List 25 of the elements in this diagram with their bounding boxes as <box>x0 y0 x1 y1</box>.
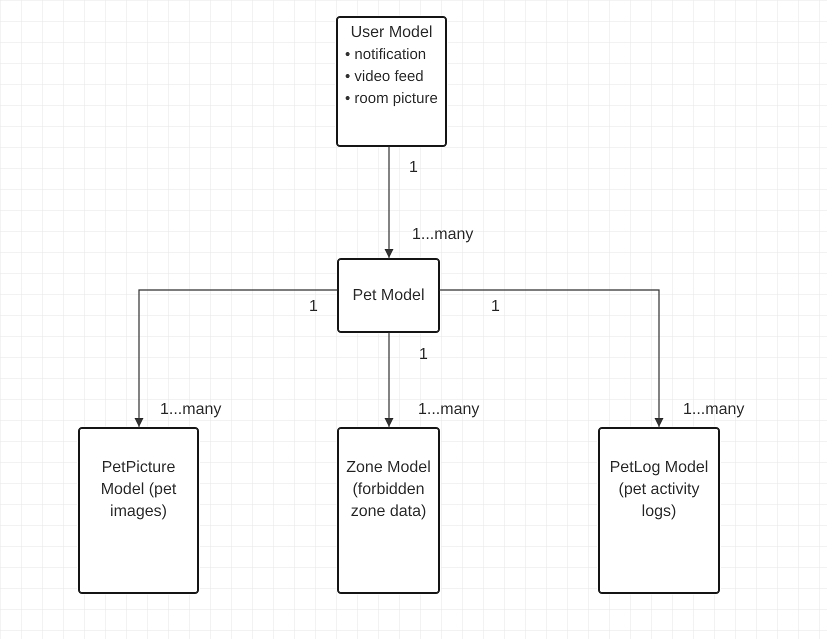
entity-title: PetPicture Model (pet images) <box>100 458 178 522</box>
entity-title: Pet Model <box>352 286 425 306</box>
entity-title: Zone Model (forbidden zone data) <box>345 458 432 522</box>
multiplicity-label: 1 <box>419 345 428 365</box>
multiplicity-label: 1...many <box>418 400 480 420</box>
arrow <box>384 333 394 427</box>
multiplicity-label: 1...many <box>412 225 474 245</box>
arrow <box>134 289 337 427</box>
entity-box <box>337 258 440 333</box>
multiplicity-label: 1 <box>409 158 418 178</box>
entity-box <box>337 427 440 594</box>
attribute-item: • notification <box>345 45 428 65</box>
attribute-item: • room picture <box>345 89 438 109</box>
entity-title: User Model <box>350 23 432 43</box>
multiplicity-label: 1...many <box>160 400 222 420</box>
arrow <box>440 289 664 427</box>
multiplicity-label: 1...many <box>683 400 744 420</box>
entity-title: PetLog Model (pet activity logs) <box>608 458 710 522</box>
entity-box <box>78 427 199 594</box>
entity-box <box>598 427 720 594</box>
multiplicity-label: 1 <box>491 297 500 317</box>
multiplicity-label: 1 <box>309 297 318 317</box>
attribute-item: • video feed <box>345 67 425 87</box>
entity-box <box>336 16 447 147</box>
arrow <box>384 147 394 258</box>
